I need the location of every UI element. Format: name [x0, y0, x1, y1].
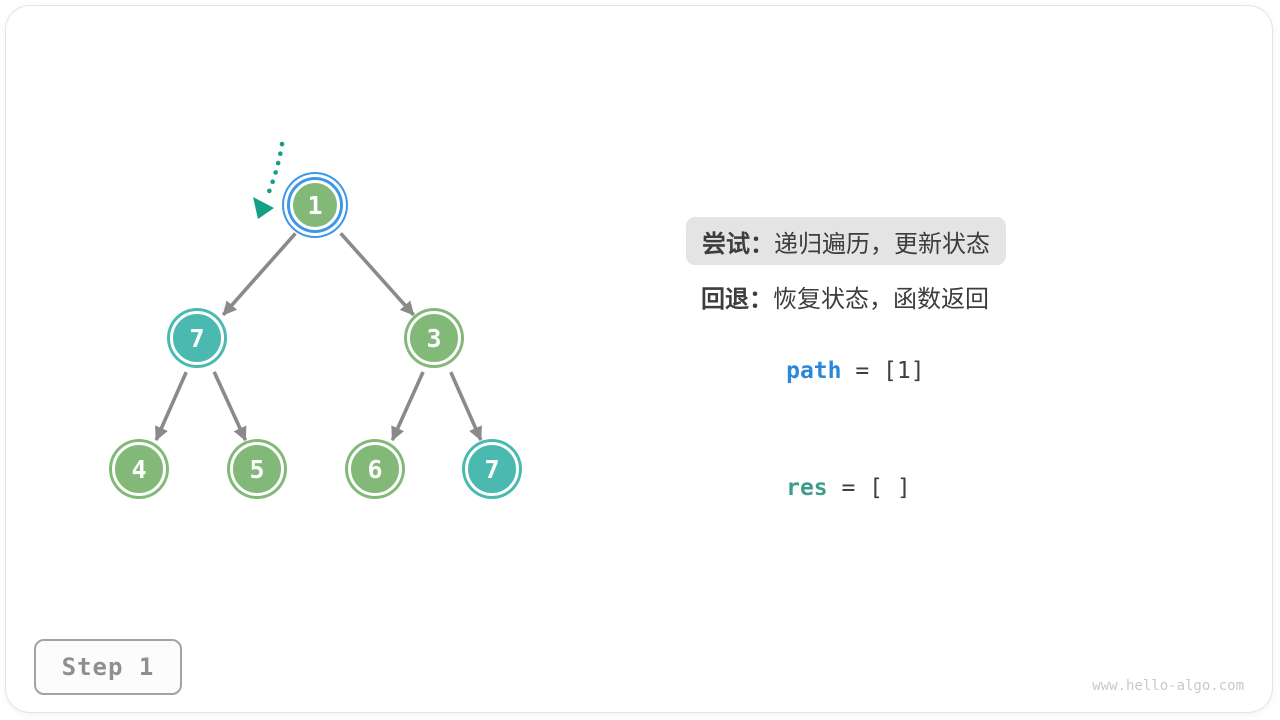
path-variable-name: path [786, 358, 842, 384]
try-text: 递归遍历，更新状态 [774, 230, 990, 258]
tree-node-7: 7 [170, 311, 224, 365]
backtrack-text: 恢复状态，函数返回 [773, 285, 989, 313]
try-label: 尝试： [702, 230, 774, 258]
tree-node-7: 7 [465, 442, 519, 496]
tree-node-4: 4 [112, 442, 166, 496]
res-variable-line: res = [ ] [703, 449, 911, 527]
step-label: Step 1 [61, 653, 155, 681]
path-variable-value: = [1] [841, 358, 925, 384]
tree-node-3: 3 [407, 311, 461, 365]
backtrack-label: 回退： [701, 285, 773, 313]
tree-node-5: 5 [230, 442, 284, 496]
canvas-card [6, 6, 1272, 712]
backtrack-annotation: 回退：恢复状态，函数返回 [701, 281, 989, 313]
res-variable-name: res [786, 475, 828, 501]
try-annotation: 尝试：递归遍历，更新状态 [686, 217, 1006, 265]
watermark: www.hello-algo.com [1092, 678, 1244, 694]
tree-node-6: 6 [348, 442, 402, 496]
res-variable-value: = [ ] [827, 475, 911, 501]
tree-node-1: 1 [290, 180, 340, 230]
path-variable-line: path = [1] [703, 332, 925, 410]
step-label-box: Step 1 [34, 639, 182, 695]
